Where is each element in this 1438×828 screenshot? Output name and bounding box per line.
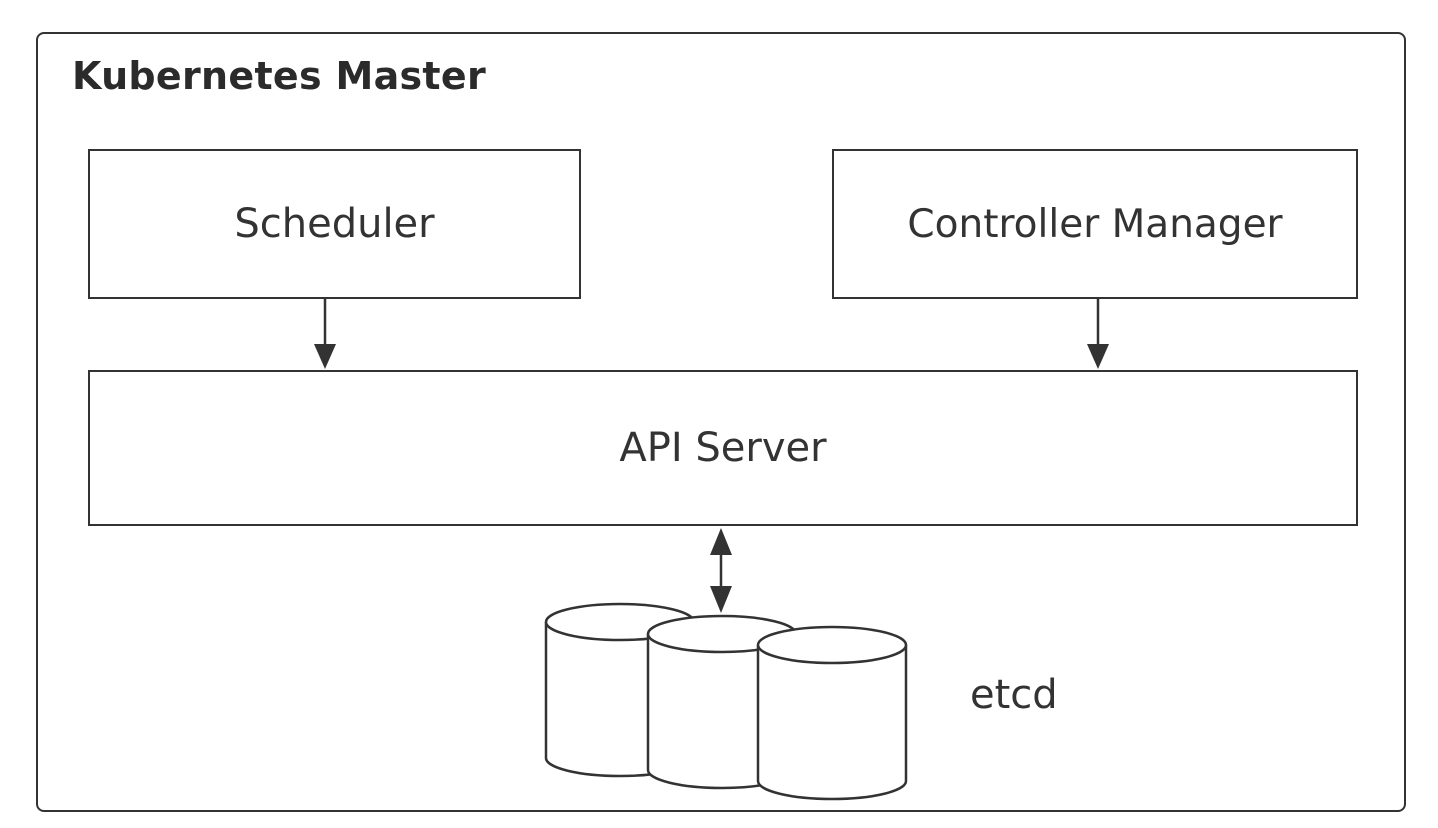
scheduler-label: Scheduler bbox=[234, 201, 435, 247]
etcd-label: etcd bbox=[970, 672, 1058, 718]
controller-manager-label: Controller Manager bbox=[907, 201, 1283, 247]
controller-manager-box: Controller Manager bbox=[832, 149, 1358, 299]
diagram-title: Kubernetes Master bbox=[72, 54, 487, 98]
scheduler-box: Scheduler bbox=[88, 149, 581, 299]
api-server-label: API Server bbox=[619, 425, 827, 471]
api-server-box: API Server bbox=[88, 370, 1358, 526]
kubernetes-master-frame bbox=[36, 32, 1406, 812]
